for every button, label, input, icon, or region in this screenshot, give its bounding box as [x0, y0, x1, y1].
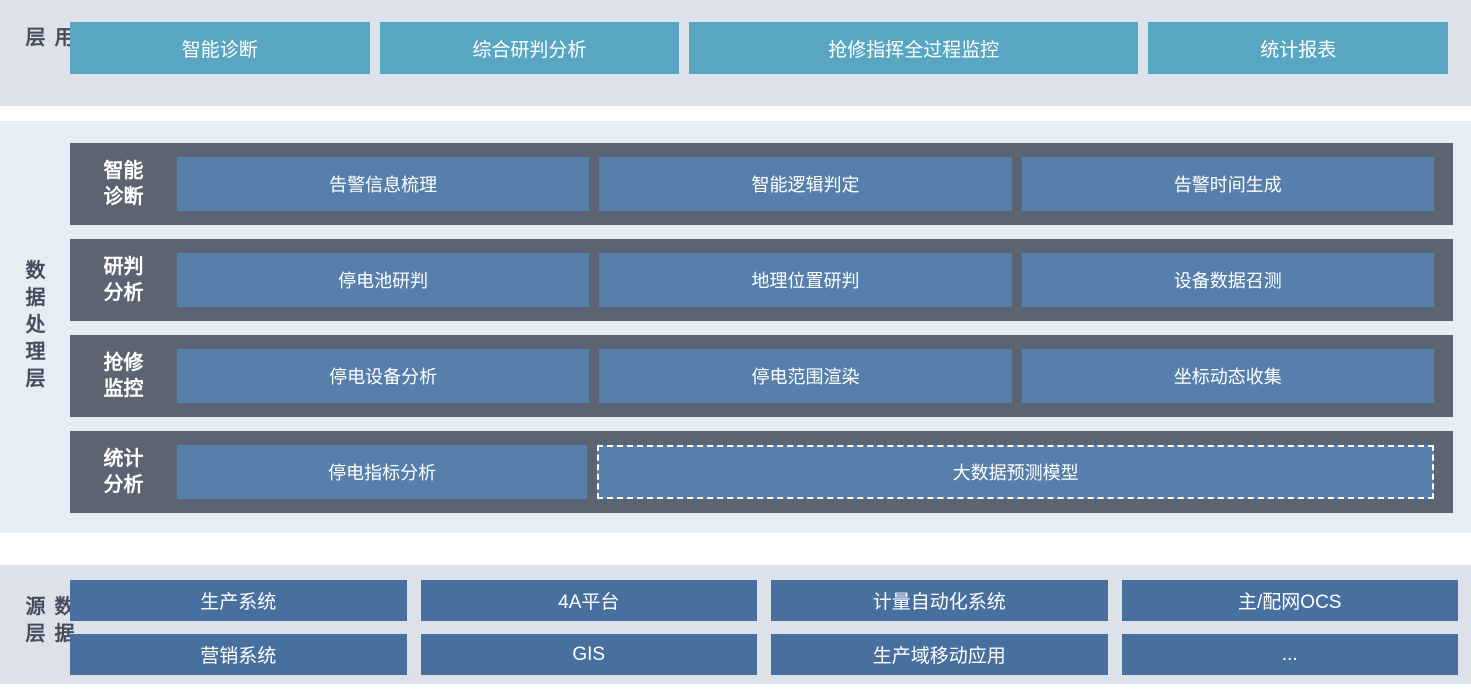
app-layer-item: 综合研判分析: [379, 22, 680, 74]
processing-rows: 智能 诊断告警信息梳理智能逻辑判定告警时间生成研判 分析停电池研判地理位置研判设…: [70, 143, 1453, 513]
processing-item: 告警时间生成: [1021, 157, 1434, 211]
processing-item: 坐标动态收集: [1021, 349, 1434, 403]
processing-item: 停电范围渲染: [599, 349, 1012, 403]
processing-item: 停电指标分析: [177, 445, 588, 499]
source-system-item: 营销系统: [70, 634, 407, 675]
processing-row: 研判 分析停电池研判地理位置研判设备数据召测: [70, 239, 1453, 321]
data-processing-layer-label: 数据处理层: [22, 259, 44, 395]
processing-item: 停电池研判: [177, 253, 590, 307]
processing-row-label: 研判 分析: [103, 256, 144, 304]
source-system-item: 生产域移动应用: [771, 634, 1108, 675]
data-processing-layer: 数据处理层 智能 诊断告警信息梳理智能逻辑判定告警时间生成研判 分析停电池研判地…: [0, 121, 1471, 533]
data-source-layer-label: 数据源层: [22, 594, 73, 649]
processing-row: 统计 分析停电指标分析大数据预测模型: [70, 431, 1453, 513]
app-layer-item: 抢修指挥全过程监控: [689, 22, 1139, 74]
source-system-item: ...: [1121, 634, 1458, 675]
processing-row-items: 停电指标分析大数据预测模型: [177, 445, 1434, 499]
app-layer-item: 统计报表: [1148, 22, 1449, 74]
processing-row: 智能 诊断告警信息梳理智能逻辑判定告警时间生成: [70, 143, 1453, 225]
app-layer-item: 智能诊断: [70, 22, 370, 74]
source-system-item: GIS: [420, 634, 757, 675]
source-system-item: 主/配网OCS: [1121, 580, 1458, 621]
processing-row-items: 停电池研判地理位置研判设备数据召测: [177, 253, 1434, 307]
processing-item: 停电设备分析: [177, 349, 590, 403]
source-system-item: 生产系统: [70, 580, 407, 621]
processing-row-label: 统计 分析: [103, 448, 144, 496]
application-buttons: 智能诊断综合研判分析抢修指挥全过程监控统计报表: [70, 22, 1449, 74]
processing-item-dashed: 大数据预测模型: [597, 445, 1434, 499]
source-system-item: 4A平台: [420, 580, 757, 621]
processing-item: 智能逻辑判定: [599, 157, 1012, 211]
processing-row-label: 智能 诊断: [103, 160, 144, 208]
processing-row-label: 抢修 监控: [103, 352, 144, 400]
processing-row: 抢修 监控停电设备分析停电范围渲染坐标动态收集: [70, 335, 1453, 417]
processing-row-items: 停电设备分析停电范围渲染坐标动态收集: [177, 349, 1434, 403]
source-grid: 生产系统 4A平台计量自动化系统主/配网OCS 营销系统 GIS 生产域移动应用...: [70, 580, 1458, 675]
processing-item: 告警信息梳理: [177, 157, 590, 211]
processing-row-items: 告警信息梳理智能逻辑判定告警时间生成: [177, 157, 1434, 211]
source-system-item: 计量自动化系统: [771, 580, 1108, 621]
processing-item: 设备数据召测: [1021, 253, 1434, 307]
data-source-layer: 数据源层 生产系统 4A平台计量自动化系统主/配网OCS 营销系统 GIS 生产域移动应…: [0, 565, 1471, 684]
processing-item: 地理位置研判: [599, 253, 1012, 307]
